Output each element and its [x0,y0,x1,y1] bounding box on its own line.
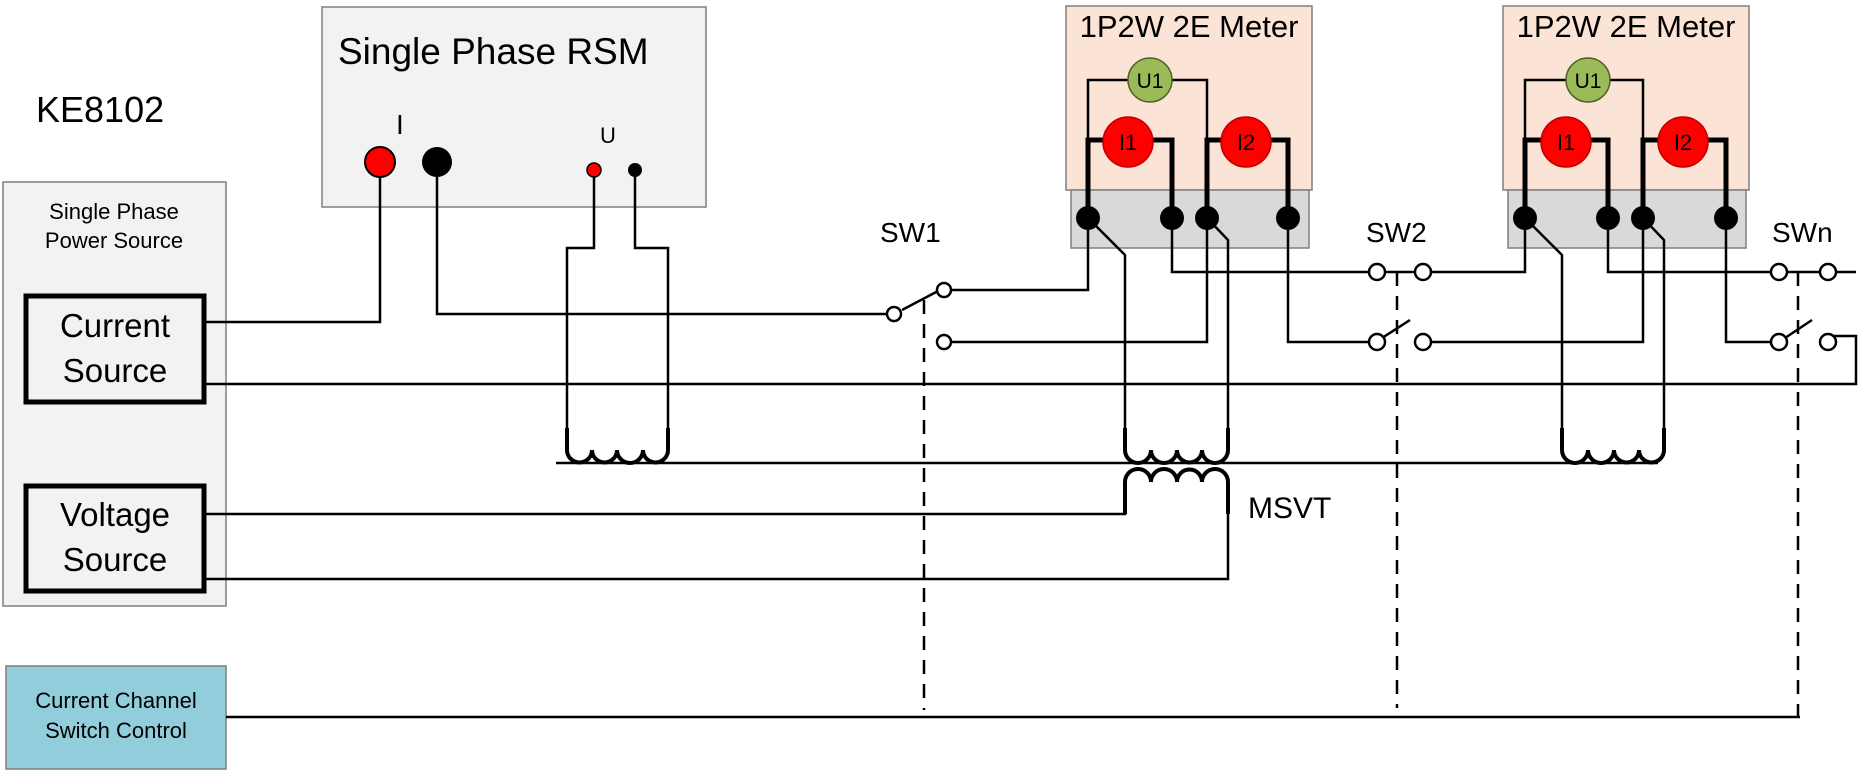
meter-terminals [1076,206,1738,230]
meter-2-i2-circle [1657,116,1709,168]
meter-2-i2-label: I2 [1674,130,1692,155]
power-source-title-1: Single Phase [49,199,179,224]
meter-2-ct-coil [1560,428,1666,465]
meter-2-u1-label: U1 [1575,70,1602,93]
wiring [206,163,1858,719]
control-label-2: Switch Control [45,718,187,743]
device-name: KE8102 [36,89,164,130]
control-label-1: Current Channel [35,688,196,713]
rsm-voltage-terminal-black [628,163,642,177]
current-source-label-1: Current [60,307,170,344]
meter-2-title: 1P2W 2E Meter [1517,9,1736,44]
rsm-ct-coil [565,428,670,465]
switch-control-links [922,272,1800,717]
meter-1-box [1065,5,1313,191]
rsm-current-terminal-red [364,146,396,178]
rsm-current-label: I [396,109,404,140]
meter-voltage-wiring [1086,78,1645,140]
msvt-coil-top [1123,428,1230,465]
msvt-coil-bottom [1123,467,1230,514]
current-source-label-2: Source [63,352,168,389]
meter-1-title: 1P2W 2E Meter [1080,9,1299,44]
coils [565,428,1666,514]
voltage-source-label-2: Source [63,541,168,578]
rsm-title: Single Phase RSM [338,31,649,72]
meter-1-i2-label: I2 [1237,130,1255,155]
meter-2-u1-circle [1565,57,1611,103]
rsm-voltage-label: U [600,123,616,148]
power-source-title-2: Power Source [45,228,183,253]
meter-1-u1-circle [1127,57,1173,103]
voltage-source-box [23,483,207,594]
voltage-source-label-1: Voltage [60,496,170,533]
rsm-current-terminal-black [422,147,452,177]
switch-control-box [5,665,227,770]
switch-n-label: SWn [1772,217,1833,248]
meter-1-u1-label: U1 [1137,70,1164,93]
meter-2-terminal-block [1507,189,1747,249]
meter-1-terminal-block [1070,189,1310,249]
meter-2-i1-label: I1 [1557,130,1575,155]
meter-2-i1-circle [1540,116,1592,168]
switch-contacts [885,262,1838,352]
meter-1-i2-circle [1220,116,1272,168]
rsm-voltage-terminal-red [586,162,602,178]
current-source-box [23,293,207,405]
switch-2-label: SW2 [1366,217,1427,248]
transformer-label: MSVT [1248,492,1331,525]
switch-1-label: SW1 [880,217,941,248]
meter-1-i1-circle [1102,116,1154,168]
meter-1-i1-label: I1 [1119,130,1137,155]
